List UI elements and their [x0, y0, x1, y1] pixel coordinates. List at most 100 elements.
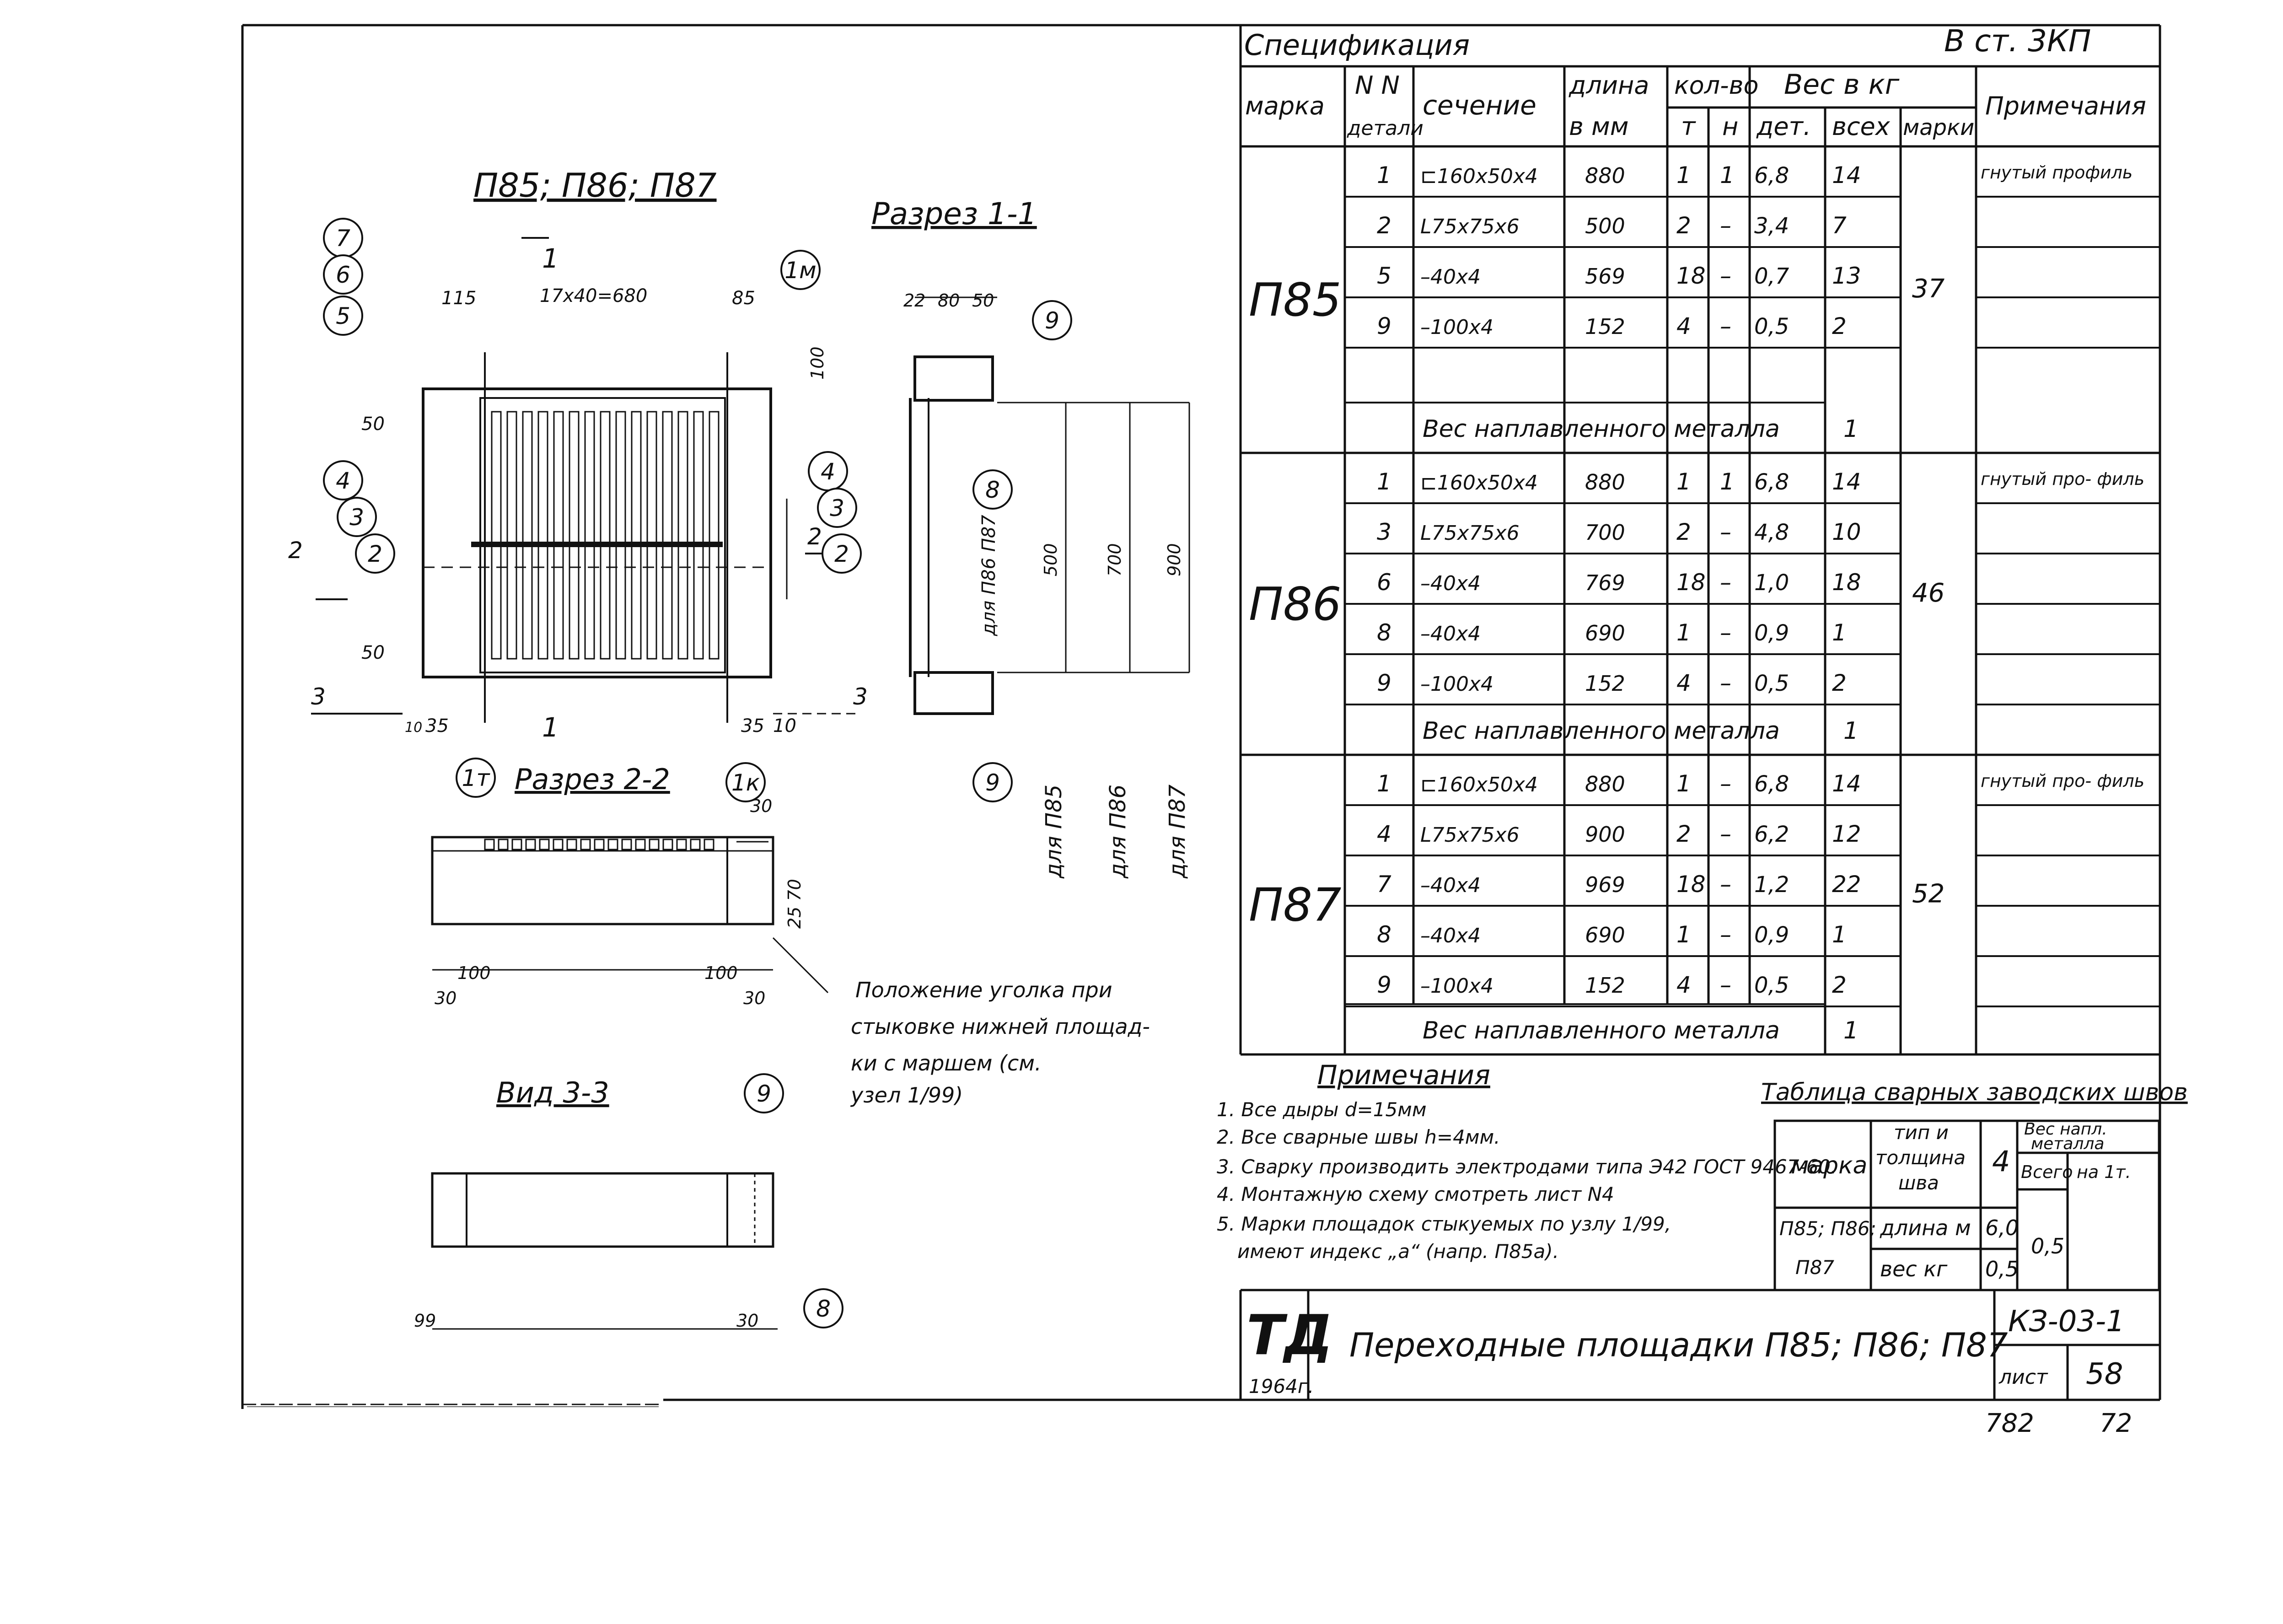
callout-label: 2 — [368, 541, 382, 567]
spec-length: 969 — [1585, 872, 1625, 897]
callout-circle — [355, 533, 395, 574]
header-weight-all: всех — [1832, 112, 1891, 141]
plan-view-title: П85; П86; П87 — [473, 166, 717, 204]
label-for-p86: для П86 — [1105, 785, 1131, 879]
callout-circle — [337, 497, 377, 537]
callout-label: 1м — [784, 257, 817, 284]
spec-length: 500 — [1585, 214, 1625, 238]
spec-qty-t: 2 — [1676, 519, 1691, 545]
spec-note: гнутый профиль — [1981, 162, 2133, 183]
spec-note: гнутый про- филь — [1981, 469, 2144, 489]
spec-mark: П86 — [1249, 577, 1341, 631]
section-bar — [525, 839, 536, 850]
weld-h-type-1: тип и — [1894, 1121, 1949, 1144]
callout-label: 8 — [816, 1296, 831, 1322]
spec-length: 700 — [1585, 520, 1625, 545]
notes-title: Примечания — [1317, 1059, 1490, 1091]
callout-circle — [323, 296, 363, 336]
spec-weld-value: 1 — [1843, 415, 1859, 443]
spec-weight-det: 6,8 — [1754, 469, 1789, 495]
callout-label: 4 — [336, 468, 350, 494]
spec-qty-t: 1 — [1676, 770, 1691, 797]
spec-qty-t: 18 — [1676, 569, 1706, 596]
spec-detail-no: 4 — [1377, 821, 1391, 847]
specification-table: Спецификация В ст. 3КП марка N N детали … — [1239, 23, 2160, 1056]
weld-h-per-t: на 1т. — [2077, 1162, 2131, 1182]
weld-table-title: Таблица сварных заводских швов — [1761, 1079, 2188, 1106]
spec-weight-all: 12 — [1832, 821, 1861, 847]
weld-h-size: 4 — [1992, 1145, 2010, 1178]
spec-weight-det: 1,0 — [1754, 570, 1789, 596]
cut-mark-3-right: 3 — [853, 683, 868, 710]
dim-10-left: 10 — [405, 720, 422, 736]
spec-weight-det: 4,8 — [1754, 520, 1789, 545]
spec-length: 152 — [1585, 671, 1625, 696]
spec-weight-det: 0,9 — [1754, 620, 1789, 646]
spec-qty-t: 1 — [1676, 619, 1691, 646]
spec-section: L75x75x6 — [1420, 522, 1520, 545]
spec-mark: П87 — [1249, 878, 1341, 932]
callout-label: 2 — [834, 541, 849, 567]
weld-weight-value: 0,5 — [1985, 1257, 2019, 1281]
spec-length: 880 — [1585, 470, 1625, 495]
ref-a: 782 — [1985, 1409, 2034, 1438]
section-2-2-cells — [484, 839, 714, 850]
spec-detail-no: 3 — [1377, 519, 1391, 545]
grating-bar — [584, 411, 595, 660]
callout-label: 3 — [830, 495, 844, 522]
header-qty: кол-во — [1674, 71, 1759, 100]
grating-bar — [662, 411, 673, 660]
spec-section: –40x4 — [1420, 924, 1481, 947]
spec-mark-weight: 52 — [1912, 879, 1945, 909]
spec-weight-all: 14 — [1832, 468, 1861, 495]
section-1-1: Разрез 1-1 22 80 50 100 500 700 900 для … — [807, 196, 1190, 879]
dim-99: 99 — [414, 1311, 436, 1331]
weld-h-weld-2: металла — [2031, 1135, 2104, 1153]
spec-qty-t: 4 — [1676, 670, 1691, 696]
spec-weight-all: 18 — [1832, 569, 1861, 596]
grating-bar — [693, 411, 704, 660]
header-detail-label: детали — [1347, 117, 1424, 140]
callout-label: 9 — [757, 1081, 771, 1107]
section-2-2-title: Разрез 2-2 — [515, 763, 670, 796]
view-3-3: Вид 3-3 99 30 — [414, 1076, 778, 1331]
grating-bar — [506, 411, 517, 660]
spec-length: 690 — [1585, 923, 1625, 947]
dim-30-left: 30 — [435, 988, 457, 1008]
weld-mark-1: П85; П86; — [1779, 1217, 1876, 1240]
callout-circle — [1032, 300, 1072, 340]
spec-mark: П85 — [1249, 273, 1341, 327]
weld-per-t-value: 0,5 — [2031, 1234, 2064, 1258]
dim-30-v3: 30 — [736, 1311, 758, 1331]
weld-h-weld-1: Вес напл. — [2024, 1120, 2107, 1139]
dim-10-right: 10 — [773, 715, 796, 737]
callout-label: 5 — [336, 303, 350, 329]
header-length-unit: в мм — [1569, 112, 1628, 141]
spec-weight-all: 13 — [1832, 263, 1861, 289]
dim-85: 85 — [732, 288, 755, 309]
spec-qty-n: – — [1720, 313, 1731, 339]
cut-mark-1-top: 1 — [542, 243, 559, 274]
spec-section: –100x4 — [1420, 672, 1493, 696]
dim-50-s1: 50 — [972, 290, 994, 311]
spec-section: L75x75x6 — [1420, 215, 1520, 238]
spec-weight-all: 1 — [1832, 921, 1847, 948]
spec-qty-n: – — [1720, 871, 1731, 898]
weld-weight-label: вес кг — [1880, 1257, 1948, 1281]
label-for-p86-p87: для П86 П87 — [978, 515, 999, 636]
spec-detail-no: 1 — [1377, 468, 1391, 495]
dim-100-right: 100 — [704, 963, 738, 983]
spec-qty-n: – — [1720, 670, 1731, 696]
dim-900: 900 — [1164, 543, 1184, 576]
dim-50-top: 50 — [361, 414, 385, 435]
section-bar — [511, 839, 522, 850]
spec-qty-n: – — [1720, 263, 1731, 289]
corner-note-1: Положение уголка при — [855, 978, 1112, 1002]
spec-detail-no: 2 — [1377, 212, 1391, 239]
callout-label: 9 — [985, 769, 1000, 796]
cut-mark-2-left: 2 — [288, 537, 303, 564]
note-4: 4. Монтажную схему смотреть лист N4 — [1217, 1183, 1614, 1205]
dim-100-left: 100 — [457, 963, 491, 983]
grating-bar — [600, 411, 611, 660]
section-bar — [498, 839, 509, 850]
